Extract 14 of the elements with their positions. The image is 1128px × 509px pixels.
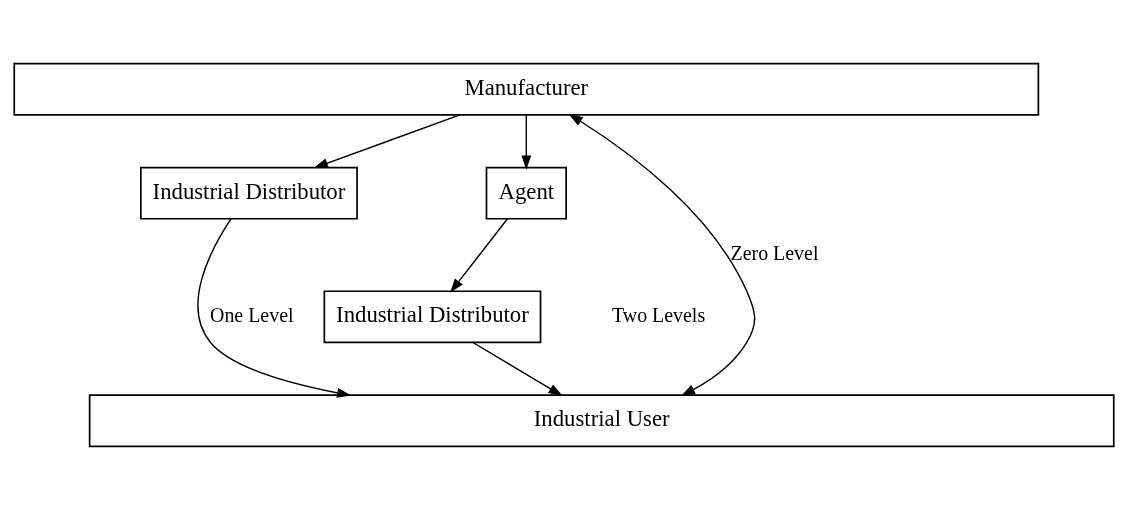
node-box: Agent (485, 166, 567, 220)
arrow (568, 113, 756, 396)
arrow (197, 217, 352, 398)
arrow (313, 113, 461, 168)
edge-label: One Level (210, 303, 294, 326)
node-box: Industrial Distributor (323, 289, 542, 343)
arrow (472, 341, 563, 396)
edge-label: Zero Level (730, 241, 819, 264)
arrow (450, 217, 508, 293)
node-box: Industrial User (88, 393, 1115, 447)
node-box: Industrial Distributor (140, 166, 358, 220)
node-box: Manufacturer (13, 62, 1040, 116)
arrow (521, 113, 532, 170)
label: Two Levels (612, 303, 706, 326)
